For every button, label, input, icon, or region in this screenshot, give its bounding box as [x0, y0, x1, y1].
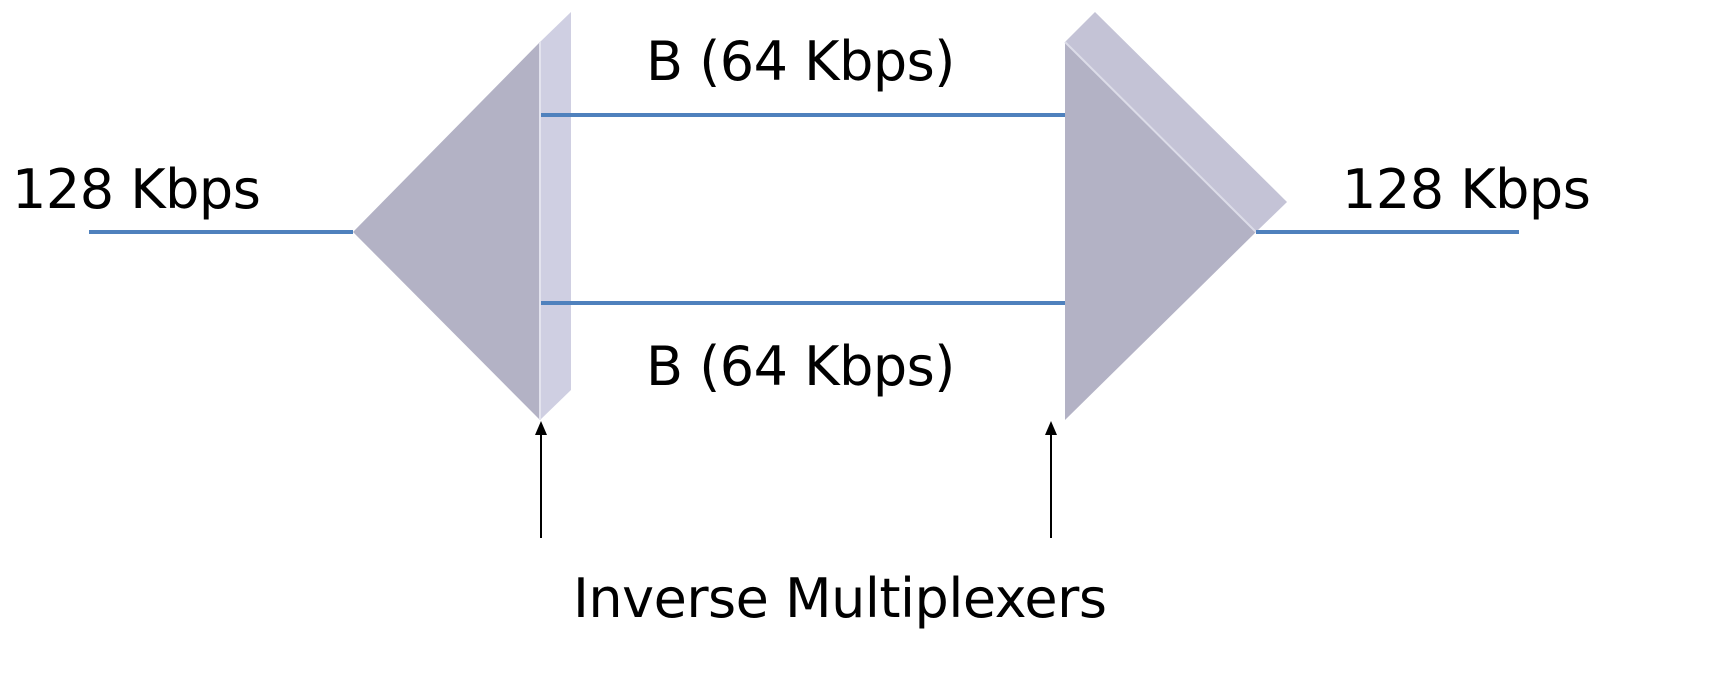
right-mux-edge — [1064, 41, 1257, 233]
right-mux-face — [1065, 42, 1256, 420]
top-channel-label: B (64 Kbps) — [646, 30, 955, 93]
left-pointer-arrow — [535, 421, 547, 538]
left-mux-bevel — [540, 12, 571, 420]
right-inverse-multiplexer — [1064, 12, 1287, 420]
bottom-channel-label: B (64 Kbps) — [646, 335, 955, 398]
right-pointer-arrow — [1045, 421, 1057, 538]
right-arrowhead — [1045, 421, 1057, 435]
left-mux-face — [353, 42, 540, 420]
left-rate-label: 128 Kbps — [12, 158, 261, 221]
right-mux-bevel — [1065, 12, 1287, 232]
caption-label: Inverse Multiplexers — [573, 567, 1107, 630]
left-inverse-multiplexer — [353, 12, 571, 420]
right-rate-label: 128 Kbps — [1342, 158, 1591, 221]
left-arrowhead — [535, 421, 547, 435]
